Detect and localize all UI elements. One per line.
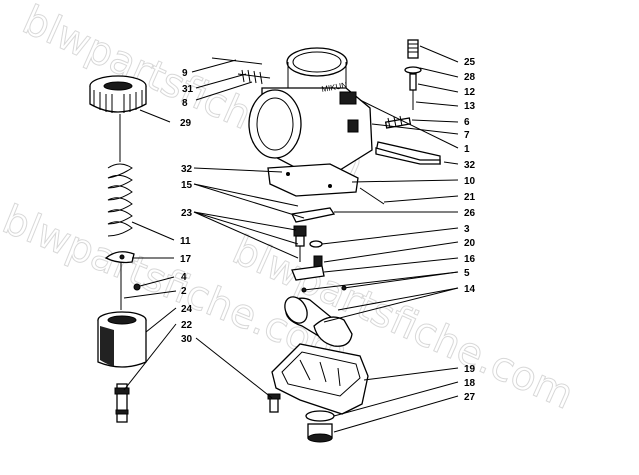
callout-32-right: 32 — [464, 160, 476, 171]
callout-7: 7 — [464, 130, 470, 141]
callout-8: 8 — [182, 98, 188, 109]
callout-26: 26 — [464, 208, 476, 219]
leader-lines — [123, 45, 459, 433]
callout-29: 29 — [180, 118, 192, 129]
callout-6: 6 — [464, 117, 470, 128]
callout-labels: 9 31 8 29 32 15 23 11 17 4 2 24 22 30 25… — [180, 57, 476, 403]
callout-25: 25 — [464, 57, 476, 68]
needle-jet-part — [114, 383, 130, 423]
callout-2: 2 — [181, 286, 187, 297]
callout-14: 14 — [464, 284, 476, 295]
callout-17: 17 — [180, 254, 192, 265]
throttle-slide-part — [97, 311, 147, 368]
throttle-valve-spring-part — [107, 114, 133, 237]
callout-15: 15 — [181, 180, 193, 191]
bowl-screw-part — [267, 393, 281, 413]
overflow-tube-part — [375, 147, 441, 165]
callout-10: 10 — [464, 176, 476, 187]
callout-11: 11 — [180, 236, 191, 247]
callout-1: 1 — [464, 144, 470, 155]
callout-9: 9 — [182, 68, 188, 79]
washer-part — [309, 240, 323, 248]
float-bowl-gasket-part — [267, 163, 359, 197]
needle-valve-part — [293, 225, 307, 262]
idle-screw-part — [384, 115, 412, 129]
float-bowl-part — [271, 343, 369, 415]
needle-clip-plate-part — [104, 251, 135, 264]
callout-32-left: 32 — [181, 164, 193, 175]
float-arm-part — [291, 207, 336, 223]
callout-31: 31 — [182, 84, 194, 95]
callout-22: 22 — [181, 320, 193, 331]
callout-20: 20 — [464, 238, 476, 249]
float-pin-part — [359, 187, 385, 205]
mixing-chamber-cap-part — [89, 75, 147, 113]
callout-4: 4 — [181, 272, 187, 283]
callout-3: 3 — [464, 224, 470, 235]
callout-18: 18 — [464, 378, 476, 389]
small-ball-part-2 — [301, 287, 307, 293]
drain-plug-part — [305, 410, 335, 443]
callout-30: 30 — [181, 334, 193, 345]
float-bracket-part — [291, 265, 325, 281]
callout-27: 27 — [464, 392, 476, 403]
callout-23: 23 — [181, 208, 193, 219]
callout-12: 12 — [464, 87, 476, 98]
callout-28: 28 — [464, 72, 476, 83]
carburetor-body-part: MIKUN — [248, 47, 441, 171]
starter-plunger-part — [404, 39, 422, 110]
callout-5: 5 — [464, 268, 470, 279]
callout-21: 21 — [464, 192, 476, 203]
body-marking: MIKUN — [321, 81, 348, 94]
callout-19: 19 — [464, 364, 476, 375]
small-ball-part — [341, 285, 347, 291]
float-part — [284, 296, 353, 347]
callout-16: 16 — [464, 254, 476, 265]
callout-24: 24 — [181, 304, 193, 315]
callout-13: 13 — [464, 101, 476, 112]
needle-ring-part — [133, 283, 141, 291]
